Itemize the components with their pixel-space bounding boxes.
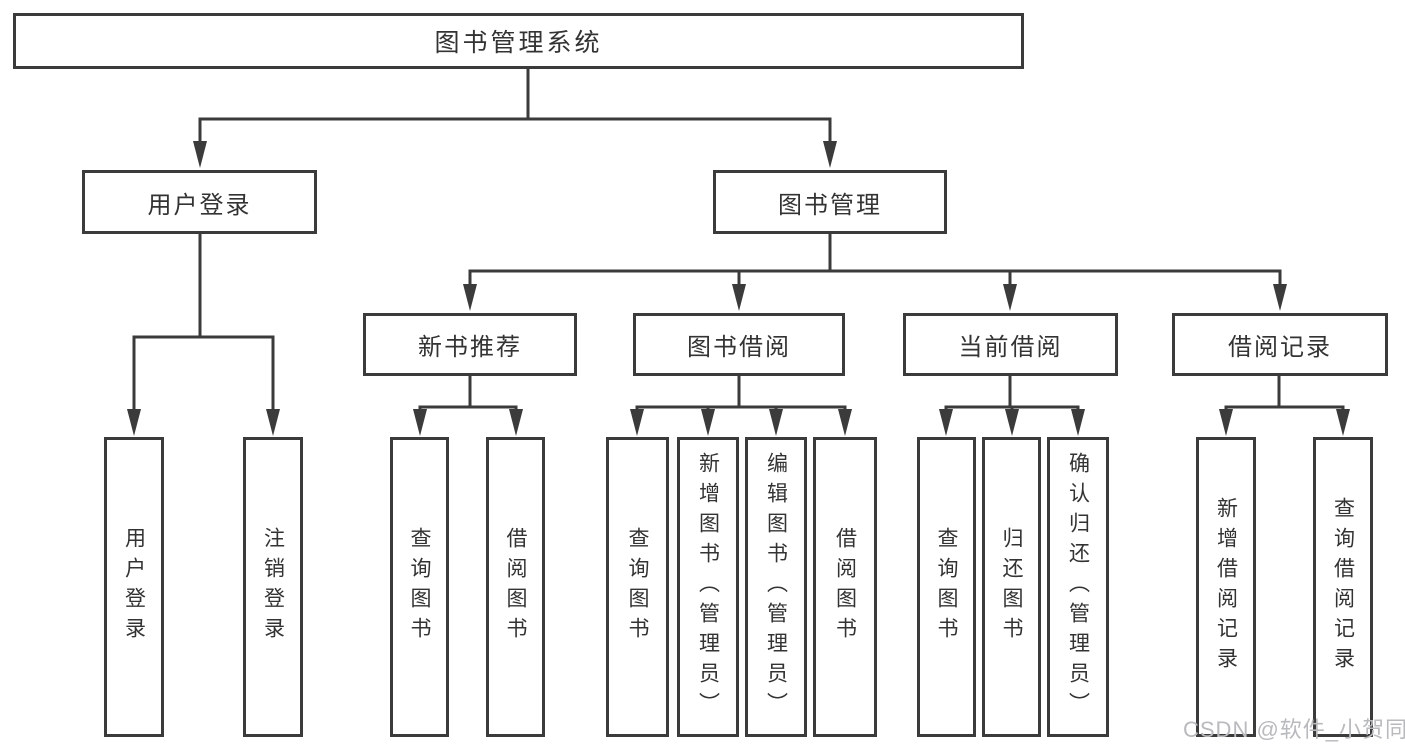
arrowhead-current-borrow: [1003, 284, 1017, 311]
arrowhead-cb-leaf2: [1005, 409, 1019, 436]
leaf-br-query-record-label: 查询借阅记录: [1331, 497, 1355, 677]
leaf-cb-return-books: 归还图书: [982, 437, 1041, 737]
node-new-books: 新书推荐: [363, 313, 577, 376]
node-user-login: 用户登录: [82, 170, 317, 234]
leaf-bb-query-books: 查询图书: [606, 437, 669, 737]
leaf-nb-query-books-label: 查询图书: [408, 527, 431, 647]
leaf-cb-confirm-return-admin: 确认归还（管理员）: [1047, 437, 1109, 737]
arrowhead-leaf-logout: [266, 409, 280, 436]
arrowhead-nb-leaf2: [509, 409, 523, 436]
arrowhead-bb-leaf1: [630, 409, 644, 436]
arrowhead-new-books: [463, 284, 477, 311]
leaf-logout: 注销登录: [243, 437, 303, 737]
arrowhead-cb-leaf1: [939, 409, 953, 436]
node-current-borrow-label: 当前借阅: [958, 334, 1063, 361]
arrowhead-cb-leaf3: [1071, 409, 1085, 436]
leaf-bb-edit-books-admin-label: 编辑图书（管理员）: [764, 452, 788, 722]
leaf-user-login: 用户登录: [104, 437, 164, 737]
node-book-mgmt-label: 图书管理: [778, 191, 882, 219]
arrowhead-bb-leaf3: [769, 409, 783, 436]
arrowhead-br-leaf1: [1219, 409, 1233, 436]
node-borrow-records: 借阅记录: [1172, 313, 1388, 376]
arrowhead-book-mgmt: [823, 141, 837, 168]
arrowhead-leaf-login: [127, 409, 141, 436]
arrowhead-br-leaf2: [1336, 409, 1350, 436]
node-book-borrow-label: 图书借阅: [687, 334, 791, 361]
node-user-login-label: 用户登录: [147, 191, 252, 219]
arrowhead-book-borrow: [732, 284, 746, 311]
leaf-nb-borrow-books: 借阅图书: [486, 437, 545, 737]
leaf-bb-edit-books-admin: 编辑图书（管理员）: [745, 437, 807, 737]
leaf-cb-query-books: 查询图书: [917, 437, 976, 737]
node-borrow-records-label: 借阅记录: [1228, 334, 1332, 361]
leaf-bb-query-books-label: 查询图书: [626, 527, 649, 647]
node-root: 图书管理系统: [13, 13, 1024, 69]
arrowhead-user-login: [193, 141, 207, 168]
leaf-cb-query-books-label: 查询图书: [935, 527, 958, 647]
arrowhead-bb-leaf4: [838, 409, 852, 436]
leaf-bb-borrow-books: 借阅图书: [813, 437, 877, 737]
leaf-bb-borrow-books-label: 借阅图书: [833, 527, 857, 647]
arrowhead-nb-leaf1: [413, 409, 427, 436]
arrowhead-bb-leaf2: [701, 409, 715, 436]
node-book-mgmt: 图书管理: [713, 170, 947, 234]
arrowhead-borrow-records: [1273, 284, 1287, 311]
node-book-borrow: 图书借阅: [633, 313, 845, 376]
node-new-books-label: 新书推荐: [418, 334, 522, 361]
leaf-user-login-label: 用户登录: [122, 527, 146, 647]
leaf-br-query-record: 查询借阅记录: [1313, 437, 1373, 737]
node-current-borrow: 当前借阅: [903, 313, 1118, 376]
leaf-cb-return-books-label: 归还图书: [1000, 527, 1023, 647]
leaf-logout-label: 注销登录: [261, 527, 285, 647]
csdn-watermark: CSDN @软件_小贺同学: [1183, 717, 1405, 742]
leaf-nb-borrow-books-label: 借阅图书: [504, 527, 527, 647]
node-root-label: 图书管理系统: [434, 29, 603, 57]
leaf-br-add-record-label: 新增借阅记录: [1214, 497, 1238, 677]
leaf-cb-confirm-return-admin-label: 确认归还（管理员）: [1066, 452, 1090, 722]
leaf-bb-add-books-admin: 新增图书（管理员）: [677, 437, 739, 737]
leaf-bb-add-books-admin-label: 新增图书（管理员）: [696, 452, 720, 722]
leaf-nb-query-books: 查询图书: [390, 437, 449, 737]
leaf-br-add-record: 新增借阅记录: [1196, 437, 1256, 737]
